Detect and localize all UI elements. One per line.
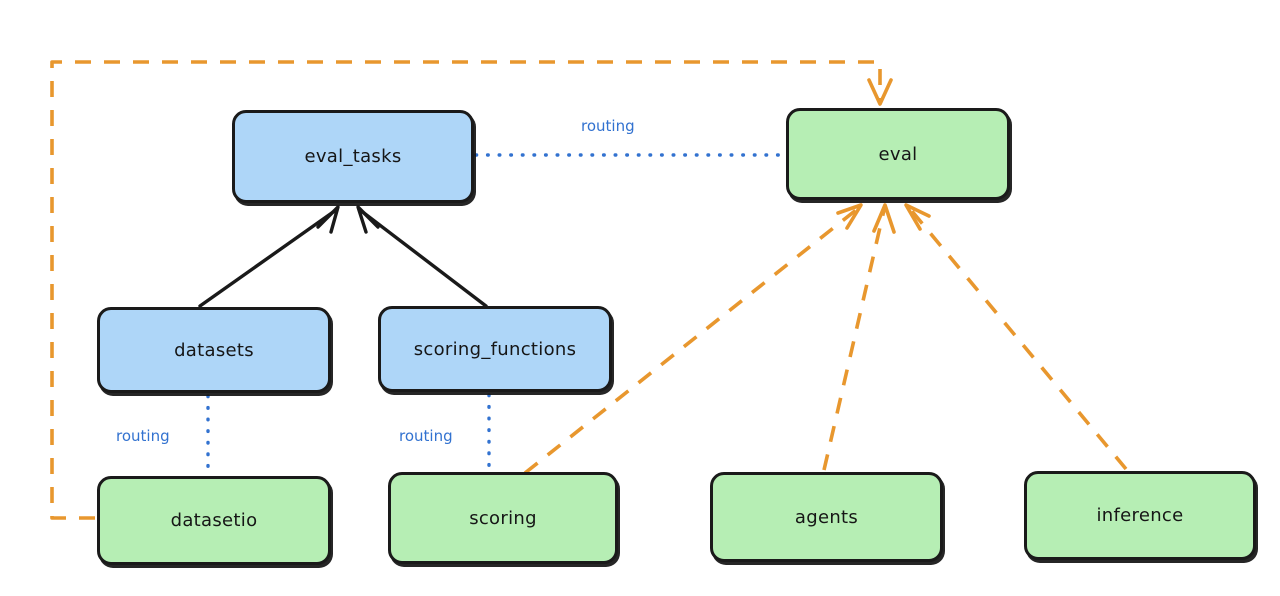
node-label: scoring [469,507,537,529]
node-label: eval [878,143,918,165]
node-datasets[interactable]: datasets [97,307,331,393]
node-datasetio[interactable]: datasetio [97,476,331,565]
node-label: eval_tasks [304,146,402,167]
node-label: datasets [174,339,254,361]
node-scoring[interactable]: scoring [388,472,618,564]
node-label: scoring_functions [413,338,577,360]
edge-agents-to-eval [822,203,896,471]
edge-datasets-to-eval-tasks [198,205,340,308]
edge-datasetio-to-eval [50,60,893,520]
edge-label-routing-eval: routing [578,117,638,135]
edge-scoring-functions-to-eval-tasks [356,205,488,308]
edge-scoring-to-eval [523,203,863,475]
node-eval-tasks[interactable]: eval_tasks [232,110,474,203]
edge-inference-to-eval [904,203,1128,471]
edge-label-routing-datasetio: routing [113,427,173,445]
node-scoring-functions[interactable]: scoring_functions [378,306,612,392]
node-eval[interactable]: eval [786,108,1010,200]
node-label: datasetio [170,510,258,531]
node-agents[interactable]: agents [710,472,943,562]
node-inference[interactable]: inference [1024,471,1256,560]
node-label: inference [1096,505,1184,526]
edge-label-routing-scoring: routing [396,427,456,445]
node-label: agents [794,506,859,528]
